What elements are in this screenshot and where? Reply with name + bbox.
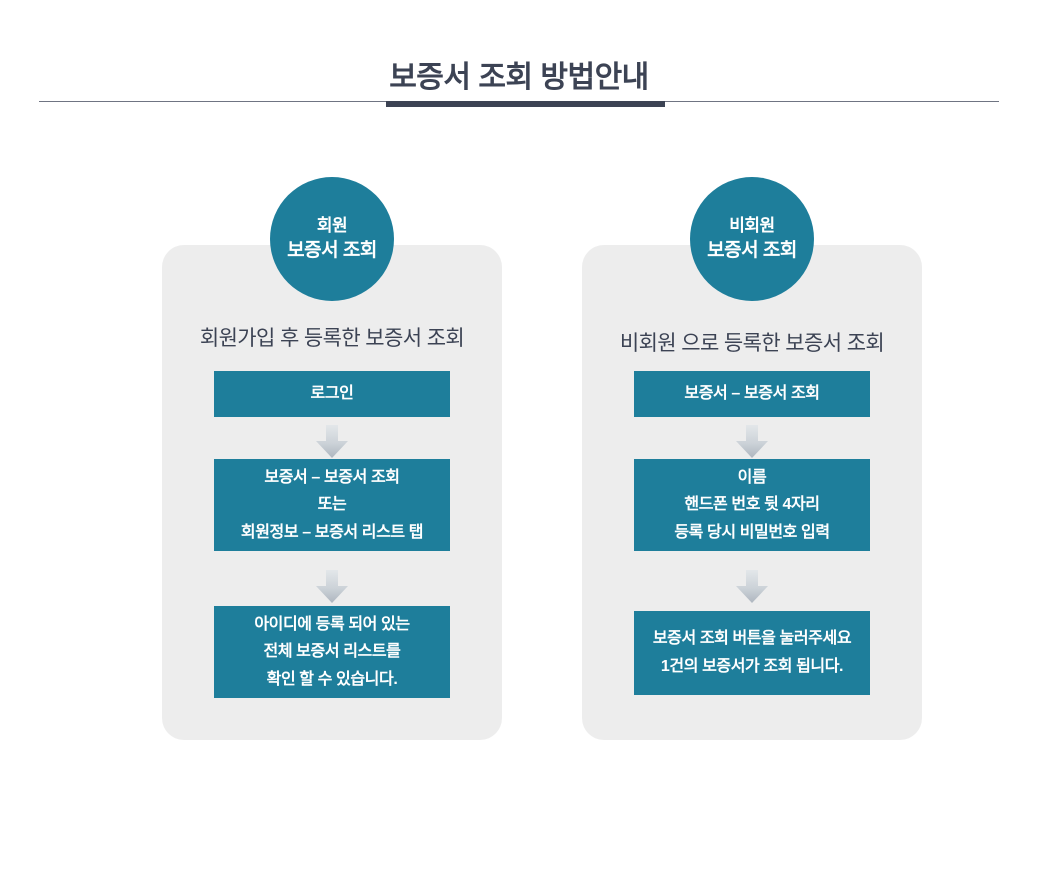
step-line: 회원정보 – 보증서 리스트 탭 bbox=[240, 523, 424, 541]
step-line: 1건의 보증서가 조회 됩니다. bbox=[660, 658, 844, 675]
step-line: 전체 보증서 리스트를 bbox=[263, 643, 401, 661]
step-line: 이름 bbox=[737, 468, 767, 486]
arrow-down-icon bbox=[734, 425, 770, 459]
step-line: 로그인 bbox=[310, 385, 354, 403]
step-box-member-1[interactable]: 로그인 bbox=[214, 371, 450, 417]
title-underline-accent bbox=[386, 101, 665, 107]
arrow-down-icon bbox=[734, 570, 770, 604]
arrow-down-icon bbox=[314, 425, 350, 459]
step-line: 등록 당시 비밀번호 입력 bbox=[674, 523, 830, 541]
flow-column-member: 회원 보증서 조회 회원가입 후 등록한 보증서 조회 로그인 보증서 – 보증… bbox=[162, 177, 502, 740]
step-line: 아이디에 등록 되어 있는 bbox=[254, 615, 410, 633]
step-box-guest-1[interactable]: 보증서 – 보증서 조회 bbox=[634, 371, 870, 417]
badge-guest-line2: 보증서 조회 bbox=[707, 239, 797, 261]
step-line: 또는 bbox=[317, 496, 347, 514]
arrow-down-icon bbox=[314, 570, 350, 604]
badge-member: 회원 보증서 조회 bbox=[270, 177, 394, 301]
flow-column-guest: 비회원 보증서 조회 비회원 으로 등록한 보증서 조회 보증서 – 보증서 조… bbox=[582, 177, 922, 740]
step-line: 보증서 조회 버튼을 눌러주세요 bbox=[652, 630, 852, 648]
step-box-member-2[interactable]: 보증서 – 보증서 조회 또는 회원정보 – 보증서 리스트 탭 bbox=[214, 459, 450, 551]
caption-guest: 비회원 으로 등록한 보증서 조회 bbox=[619, 332, 885, 355]
step-line: 보증서 – 보증서 조회 bbox=[264, 468, 400, 486]
step-line: 보증서 – 보증서 조회 bbox=[684, 385, 820, 403]
badge-member-line2: 보증서 조회 bbox=[287, 239, 377, 261]
page-header: 보증서 조회 방법안내 bbox=[0, 0, 1038, 120]
step-box-member-3[interactable]: 아이디에 등록 되어 있는 전체 보증서 리스트를 확인 할 수 있습니다. bbox=[214, 606, 450, 698]
page-title: 보증서 조회 방법안내 bbox=[389, 61, 649, 94]
badge-member-line1: 회원 bbox=[316, 216, 348, 236]
badge-guest: 비회원 보증서 조회 bbox=[690, 177, 814, 301]
step-box-guest-2[interactable]: 이름 핸드폰 번호 뒷 4자리 등록 당시 비밀번호 입력 bbox=[634, 459, 870, 551]
step-line: 확인 할 수 있습니다. bbox=[266, 670, 398, 688]
caption-member: 회원가입 후 등록한 보증서 조회 bbox=[199, 327, 465, 350]
step-line: 핸드폰 번호 뒷 4자리 bbox=[684, 496, 820, 514]
step-box-guest-3[interactable]: 보증서 조회 버튼을 눌러주세요 1건의 보증서가 조회 됩니다. bbox=[634, 611, 870, 695]
badge-guest-line1: 비회원 bbox=[729, 216, 775, 236]
